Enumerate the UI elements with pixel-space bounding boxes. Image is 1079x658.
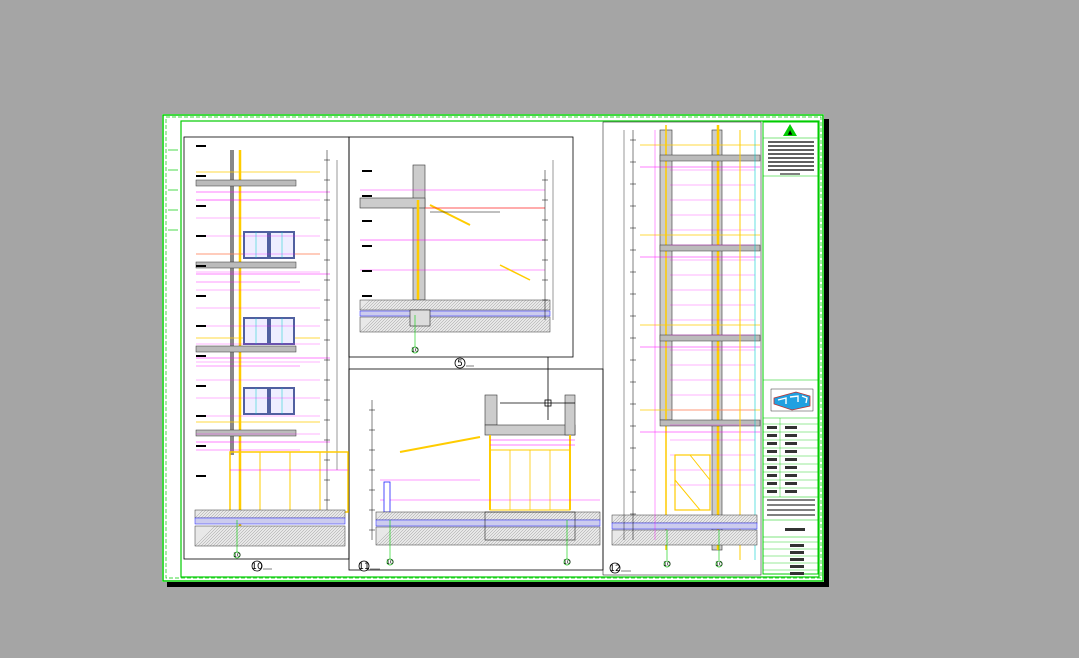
svg-text:11: 11 [358,562,369,572]
grid-bubble-panel-5: 10 [411,346,419,354]
grid-bubble-panel-12-right: 10 [715,560,723,568]
section-11-drawing [369,394,601,560]
panel-12-frame [602,121,762,576]
section-12-drawing [611,125,761,560]
grid-bubble-panel-11-right: 10 [563,558,571,566]
grid-bubble-panel-12-left: 10 [663,560,671,568]
section-5-drawing [359,160,554,348]
svg-text:10: 10 [715,561,723,568]
panel-label-11: 11 [358,560,380,572]
title-block-rows [763,141,818,575]
svg-text:10: 10 [251,562,263,572]
panel-label-12: 12 [609,562,631,574]
panel-label-5: 5 [454,357,474,369]
binding-strip [168,149,178,231]
svg-text:5: 5 [457,359,463,369]
svg-text:10: 10 [233,552,241,559]
sheet-border-dashed [165,116,822,579]
logo-glyph: ▲ [788,129,793,136]
company-logo: ▲ [783,124,797,136]
svg-text:10: 10 [386,559,394,566]
section-10-drawing [194,145,349,552]
grid-bubble-panel-10: 10 [233,551,241,559]
grid-bubble-panel-11-left: 10 [386,558,394,566]
svg-text:10: 10 [411,347,419,354]
project-logo [770,388,814,412]
sheet-border-outer [162,114,824,582]
svg-text:12: 12 [609,564,620,574]
svg-text:10: 10 [663,561,671,568]
cad-crosshair-cursor[interactable] [500,357,575,420]
drawing-frame [180,120,820,578]
panel-5-frame [348,136,574,358]
panel-label-10: 10 [251,560,272,572]
svg-text:10: 10 [563,559,571,566]
